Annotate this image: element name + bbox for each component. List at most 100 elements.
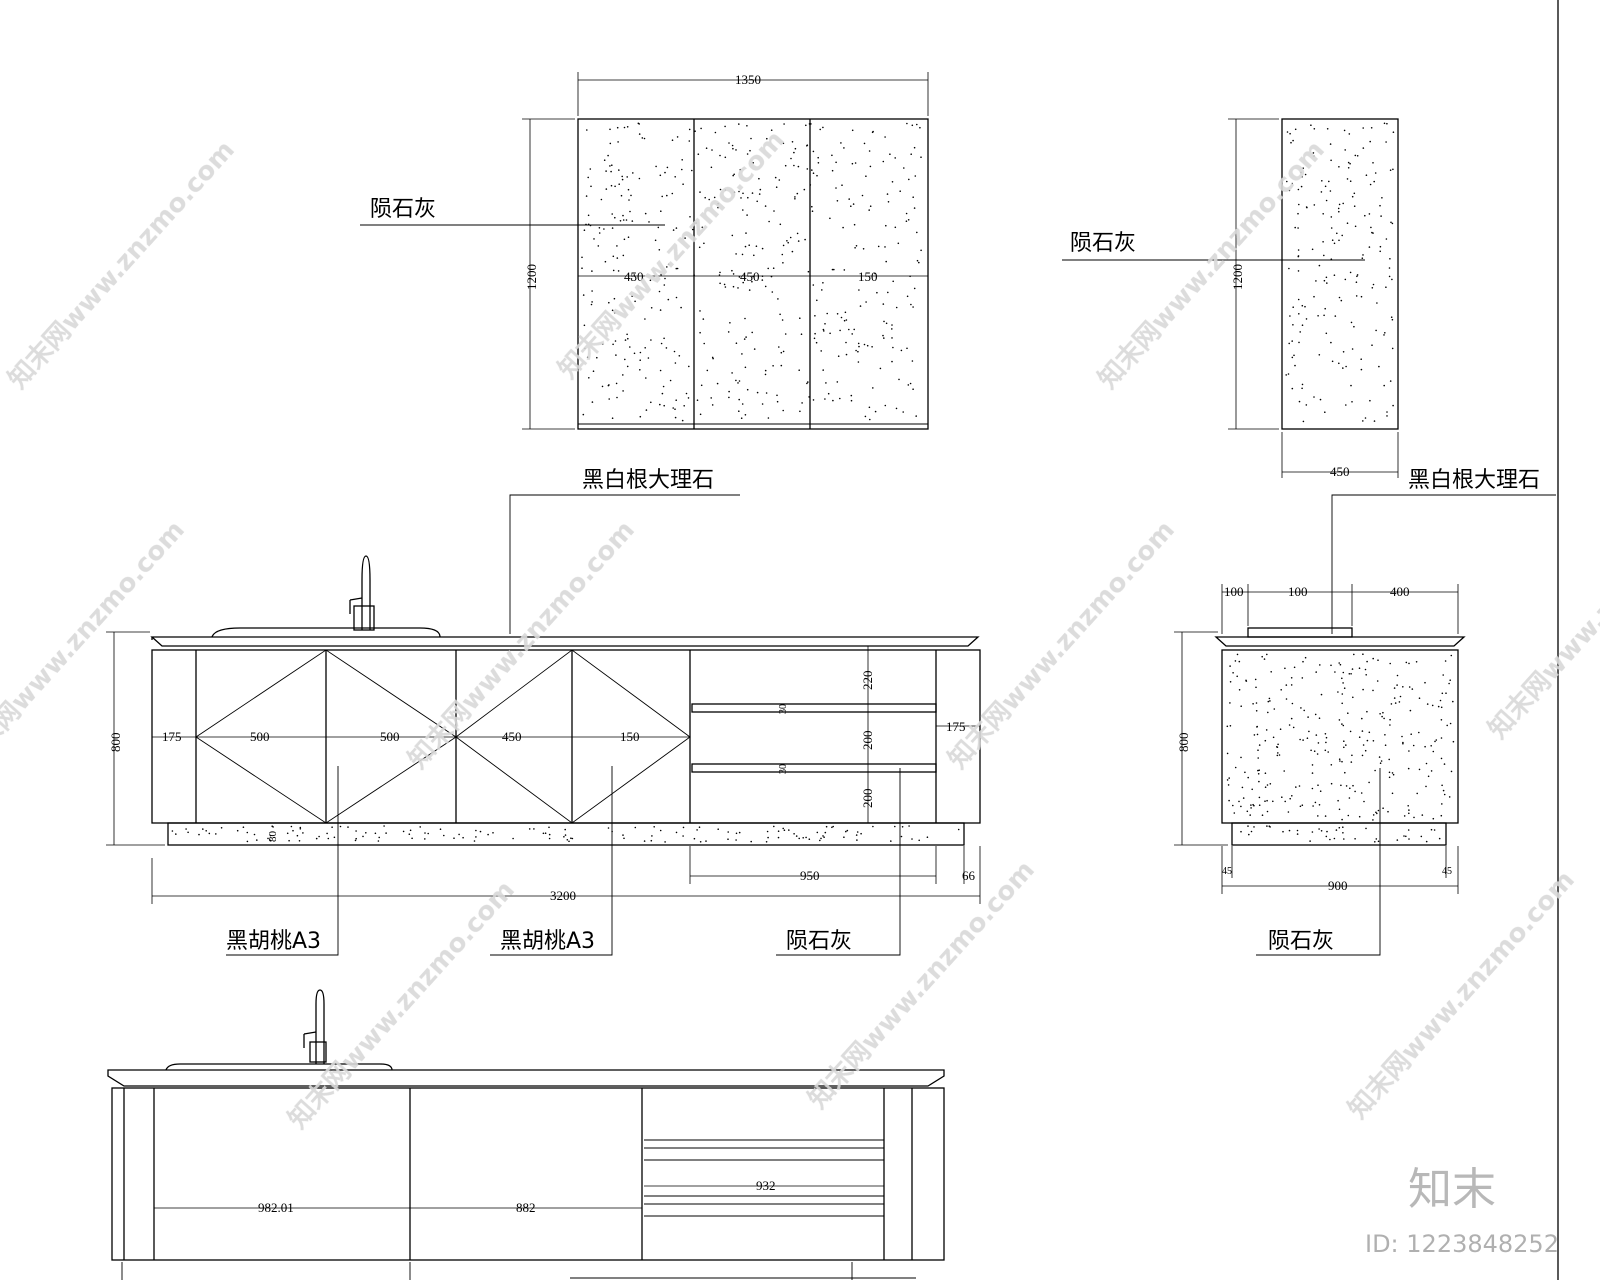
stone-dot xyxy=(1432,750,1435,753)
stone-dot xyxy=(1344,771,1346,774)
stone-dot xyxy=(738,190,740,193)
stone-dot xyxy=(272,826,274,828)
stone-dot xyxy=(1261,655,1263,658)
stone-dot xyxy=(1255,686,1257,689)
stone-dot xyxy=(1430,745,1432,747)
stone-dot xyxy=(1420,835,1423,838)
stone-dot xyxy=(1388,771,1391,774)
watermark-text: 知末网www.znzmo.com xyxy=(943,515,1181,775)
stone-dot xyxy=(738,276,741,278)
stone-dot xyxy=(1313,396,1315,398)
stone-dot xyxy=(1345,785,1348,787)
stone-dot xyxy=(1351,668,1354,670)
stone-dot xyxy=(1288,267,1290,270)
stone-dot xyxy=(1390,221,1392,224)
stone-dot xyxy=(544,832,547,834)
stone-dot xyxy=(891,360,893,363)
stone-dot xyxy=(835,161,837,164)
stone-dot xyxy=(885,224,887,227)
stone-dot xyxy=(664,841,666,843)
stone-dot xyxy=(581,256,583,259)
stone-dot xyxy=(1315,280,1317,282)
stone-dot xyxy=(641,137,644,139)
stone-dot xyxy=(617,141,619,143)
stone-dot xyxy=(854,162,857,164)
stone-dot xyxy=(607,827,610,829)
stone-dot xyxy=(774,176,777,179)
stone-dot xyxy=(605,188,608,190)
stone-dot xyxy=(655,165,657,168)
stone-dot xyxy=(1358,667,1361,669)
stone-dot xyxy=(1373,180,1375,183)
stone-dot xyxy=(799,410,801,413)
dim-800-a: 800 xyxy=(108,733,123,753)
stone-dot xyxy=(1348,133,1351,135)
stone-dot xyxy=(811,205,813,208)
stone-dot xyxy=(1324,307,1326,310)
stone-dot xyxy=(1303,709,1305,712)
stone-dot xyxy=(609,128,611,131)
stone-dot xyxy=(836,200,839,202)
stone-dot xyxy=(1354,790,1356,793)
watermark-text: 知末网www.znzmo.com xyxy=(403,515,641,775)
stone-dot xyxy=(1371,344,1373,347)
stone-dot xyxy=(712,357,714,360)
stone-dot xyxy=(607,154,609,157)
stone-dot xyxy=(1249,814,1251,816)
stone-dot xyxy=(648,221,650,223)
dim-450-a2: 450 xyxy=(740,269,760,284)
stone-dot xyxy=(365,832,367,834)
stone-dot xyxy=(781,319,784,321)
stone-dot xyxy=(601,385,604,388)
stone-dot xyxy=(1385,286,1387,289)
stone-dot xyxy=(1438,837,1441,840)
stone-dot xyxy=(810,123,812,125)
stone-dot xyxy=(1382,711,1384,714)
stone-dot xyxy=(1372,814,1375,816)
stone-dot xyxy=(1382,807,1384,809)
stone-dot xyxy=(891,324,893,326)
stone-dot xyxy=(1250,804,1252,806)
stone-dot xyxy=(1352,784,1354,787)
stone-dot xyxy=(175,833,177,835)
stone-dot xyxy=(1276,746,1279,748)
stone-dot xyxy=(1348,673,1351,675)
stone-dot xyxy=(1290,684,1293,686)
stone-dot xyxy=(1375,838,1378,840)
stone-dot xyxy=(807,270,810,273)
stone-dot xyxy=(812,172,815,174)
stone-dot xyxy=(790,157,792,160)
stone-dot xyxy=(528,828,531,830)
stone-dot xyxy=(1297,270,1300,272)
stone-dot xyxy=(629,210,631,213)
stone-dot xyxy=(374,832,377,835)
watermark-text: 知末网www.znzmo.com xyxy=(3,135,241,395)
stone-dot xyxy=(1418,768,1421,771)
stone-dot xyxy=(755,245,758,247)
stone-dot xyxy=(916,123,918,126)
stone-dot xyxy=(1257,757,1259,759)
stone-dot xyxy=(650,339,652,341)
stone-dot xyxy=(1349,730,1352,733)
stone-dot xyxy=(745,232,747,234)
stone-dot xyxy=(439,828,442,830)
stone-dot xyxy=(1372,819,1374,821)
stone-dot xyxy=(891,328,893,330)
stone-dot xyxy=(1375,811,1377,814)
stone-dot xyxy=(883,337,885,339)
stone-dot xyxy=(848,328,850,331)
stone-dot xyxy=(1354,154,1357,157)
stone-dot xyxy=(608,301,610,304)
stone-dot xyxy=(1408,809,1410,811)
stone-dot xyxy=(700,384,703,387)
stone-dot xyxy=(750,137,752,140)
stone-dot xyxy=(711,356,714,359)
stone-dot xyxy=(897,242,900,245)
stone-dot xyxy=(1361,257,1364,260)
stone-dot xyxy=(1301,304,1304,307)
stone-dot xyxy=(1323,314,1325,317)
stone-dot xyxy=(683,405,685,407)
stone-dot xyxy=(1338,826,1341,829)
stone-dot xyxy=(1392,773,1395,776)
stone-dot xyxy=(674,176,676,178)
